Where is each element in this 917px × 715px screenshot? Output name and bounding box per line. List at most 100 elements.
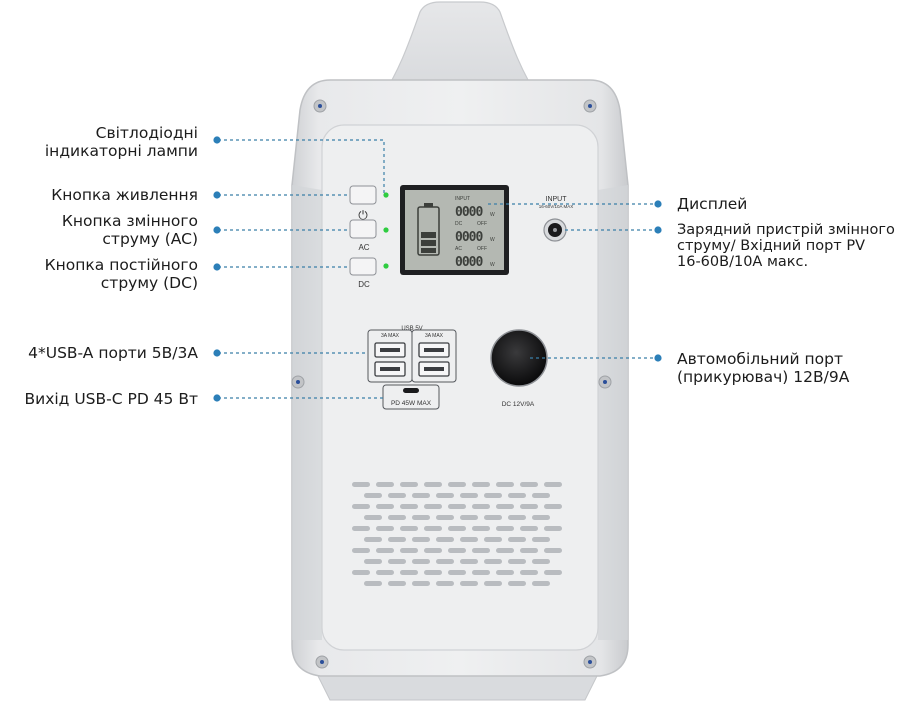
vent-slot — [508, 493, 526, 498]
vent-slot — [508, 515, 526, 520]
vent-slot — [484, 515, 502, 520]
vent-slot — [424, 482, 442, 487]
vent-slot — [532, 559, 550, 564]
vent-slot — [424, 504, 442, 509]
callout-ac-button: Кнопка змінного струму (AC) — [61, 212, 198, 248]
vent-slot — [352, 570, 370, 575]
vent-slot — [424, 526, 442, 531]
vent-slot — [520, 570, 538, 575]
power-symbol-icon: ⏻ — [358, 208, 368, 222]
vent-slot — [472, 504, 490, 509]
vent-slot — [472, 570, 490, 575]
vent-slot — [448, 570, 466, 575]
usb-c-frame — [382, 384, 440, 410]
left-bumper — [292, 185, 322, 640]
leader-dot — [213, 394, 221, 402]
vent-slot — [520, 548, 538, 553]
vent-slot — [520, 526, 538, 531]
leader-line-leds — [218, 139, 385, 195]
screws — [291, 99, 612, 669]
vent-slot — [472, 482, 490, 487]
vent-slot — [412, 581, 430, 586]
vent-slot — [496, 504, 514, 509]
vent-slot — [412, 559, 430, 564]
callout-usb-a: 4*USB-A порти 5В/3А — [28, 344, 198, 362]
vent-slot — [484, 493, 502, 498]
vent-slot — [532, 581, 550, 586]
vent-slot — [544, 526, 562, 531]
vent-slot — [436, 493, 454, 498]
vent-slot — [388, 537, 406, 542]
vent-slot — [460, 559, 478, 564]
vent-slot — [472, 548, 490, 553]
vent-slot — [364, 581, 382, 586]
power-button[interactable] — [349, 185, 377, 205]
vent-slot — [544, 482, 562, 487]
input-port-label: INPUT — [546, 196, 568, 203]
vent-slot — [352, 482, 370, 487]
vent-slot — [496, 570, 514, 575]
vent-slot — [508, 559, 526, 564]
leader-dot — [213, 226, 221, 234]
lcd-ac-off-label: OFF — [477, 246, 487, 252]
callout-car-port: Автомобільний порт (прикурювач) 12В/9А — [677, 350, 850, 386]
leader-dot — [654, 354, 662, 362]
vent-slot — [400, 548, 418, 553]
vent-slot — [352, 504, 370, 509]
vent-slot — [400, 570, 418, 575]
vent-slot — [460, 493, 478, 498]
vent-slot — [484, 559, 502, 564]
vent-slot — [364, 515, 382, 520]
vent-slot — [448, 548, 466, 553]
lcd-dc-off-label: OFF — [477, 221, 487, 227]
vent-slot — [460, 581, 478, 586]
vent-slot — [388, 493, 406, 498]
vent-slot — [400, 504, 418, 509]
vent-slot — [412, 537, 430, 542]
vent-slot — [376, 482, 394, 487]
vent-slot — [352, 548, 370, 553]
led-indicator — [383, 192, 389, 198]
vent-slot — [508, 537, 526, 542]
vent-slot — [532, 515, 550, 520]
vent-slot — [376, 504, 394, 509]
usb-max-left: 3A MAX — [381, 333, 400, 339]
leader-dot — [213, 136, 221, 144]
vent-slot — [376, 526, 394, 531]
usb-c-port[interactable] — [403, 388, 419, 393]
vent-grille — [352, 482, 562, 586]
vent-slot — [484, 581, 502, 586]
vent-slot — [352, 526, 370, 531]
callout-display: Дисплей — [677, 195, 748, 213]
led-indicator — [383, 263, 389, 269]
vent-slot — [520, 482, 538, 487]
vent-slot — [460, 515, 478, 520]
vent-slot — [472, 526, 490, 531]
usb-a-ports — [374, 342, 450, 377]
right-bumper — [598, 185, 628, 640]
vent-slot — [388, 581, 406, 586]
lcd-input-label: INPUT — [455, 196, 470, 202]
dc-button[interactable] — [349, 257, 377, 276]
leader-dot — [654, 226, 662, 234]
vent-slot — [532, 493, 550, 498]
car-port[interactable] — [490, 329, 548, 387]
vent-slot — [364, 537, 382, 542]
vent-slot — [532, 537, 550, 542]
vent-slot — [436, 515, 454, 520]
callout-power-button: Кнопка живлення — [51, 186, 198, 204]
dc-button-label: DC — [358, 280, 370, 289]
device-handle — [378, 1, 542, 101]
vent-slot — [508, 581, 526, 586]
lcd-input-unit: W — [490, 212, 495, 218]
usb-c-label: PD 45W MAX — [391, 400, 432, 407]
vent-slot — [400, 526, 418, 531]
lcd-dc-digits: 0000 — [455, 230, 483, 245]
lcd-dc-label: DC — [455, 221, 463, 227]
vent-slot — [436, 581, 454, 586]
leader-dot — [213, 191, 221, 199]
ac-button-label: AC — [358, 243, 369, 252]
ac-button[interactable] — [349, 219, 377, 239]
vent-slot — [544, 548, 562, 553]
